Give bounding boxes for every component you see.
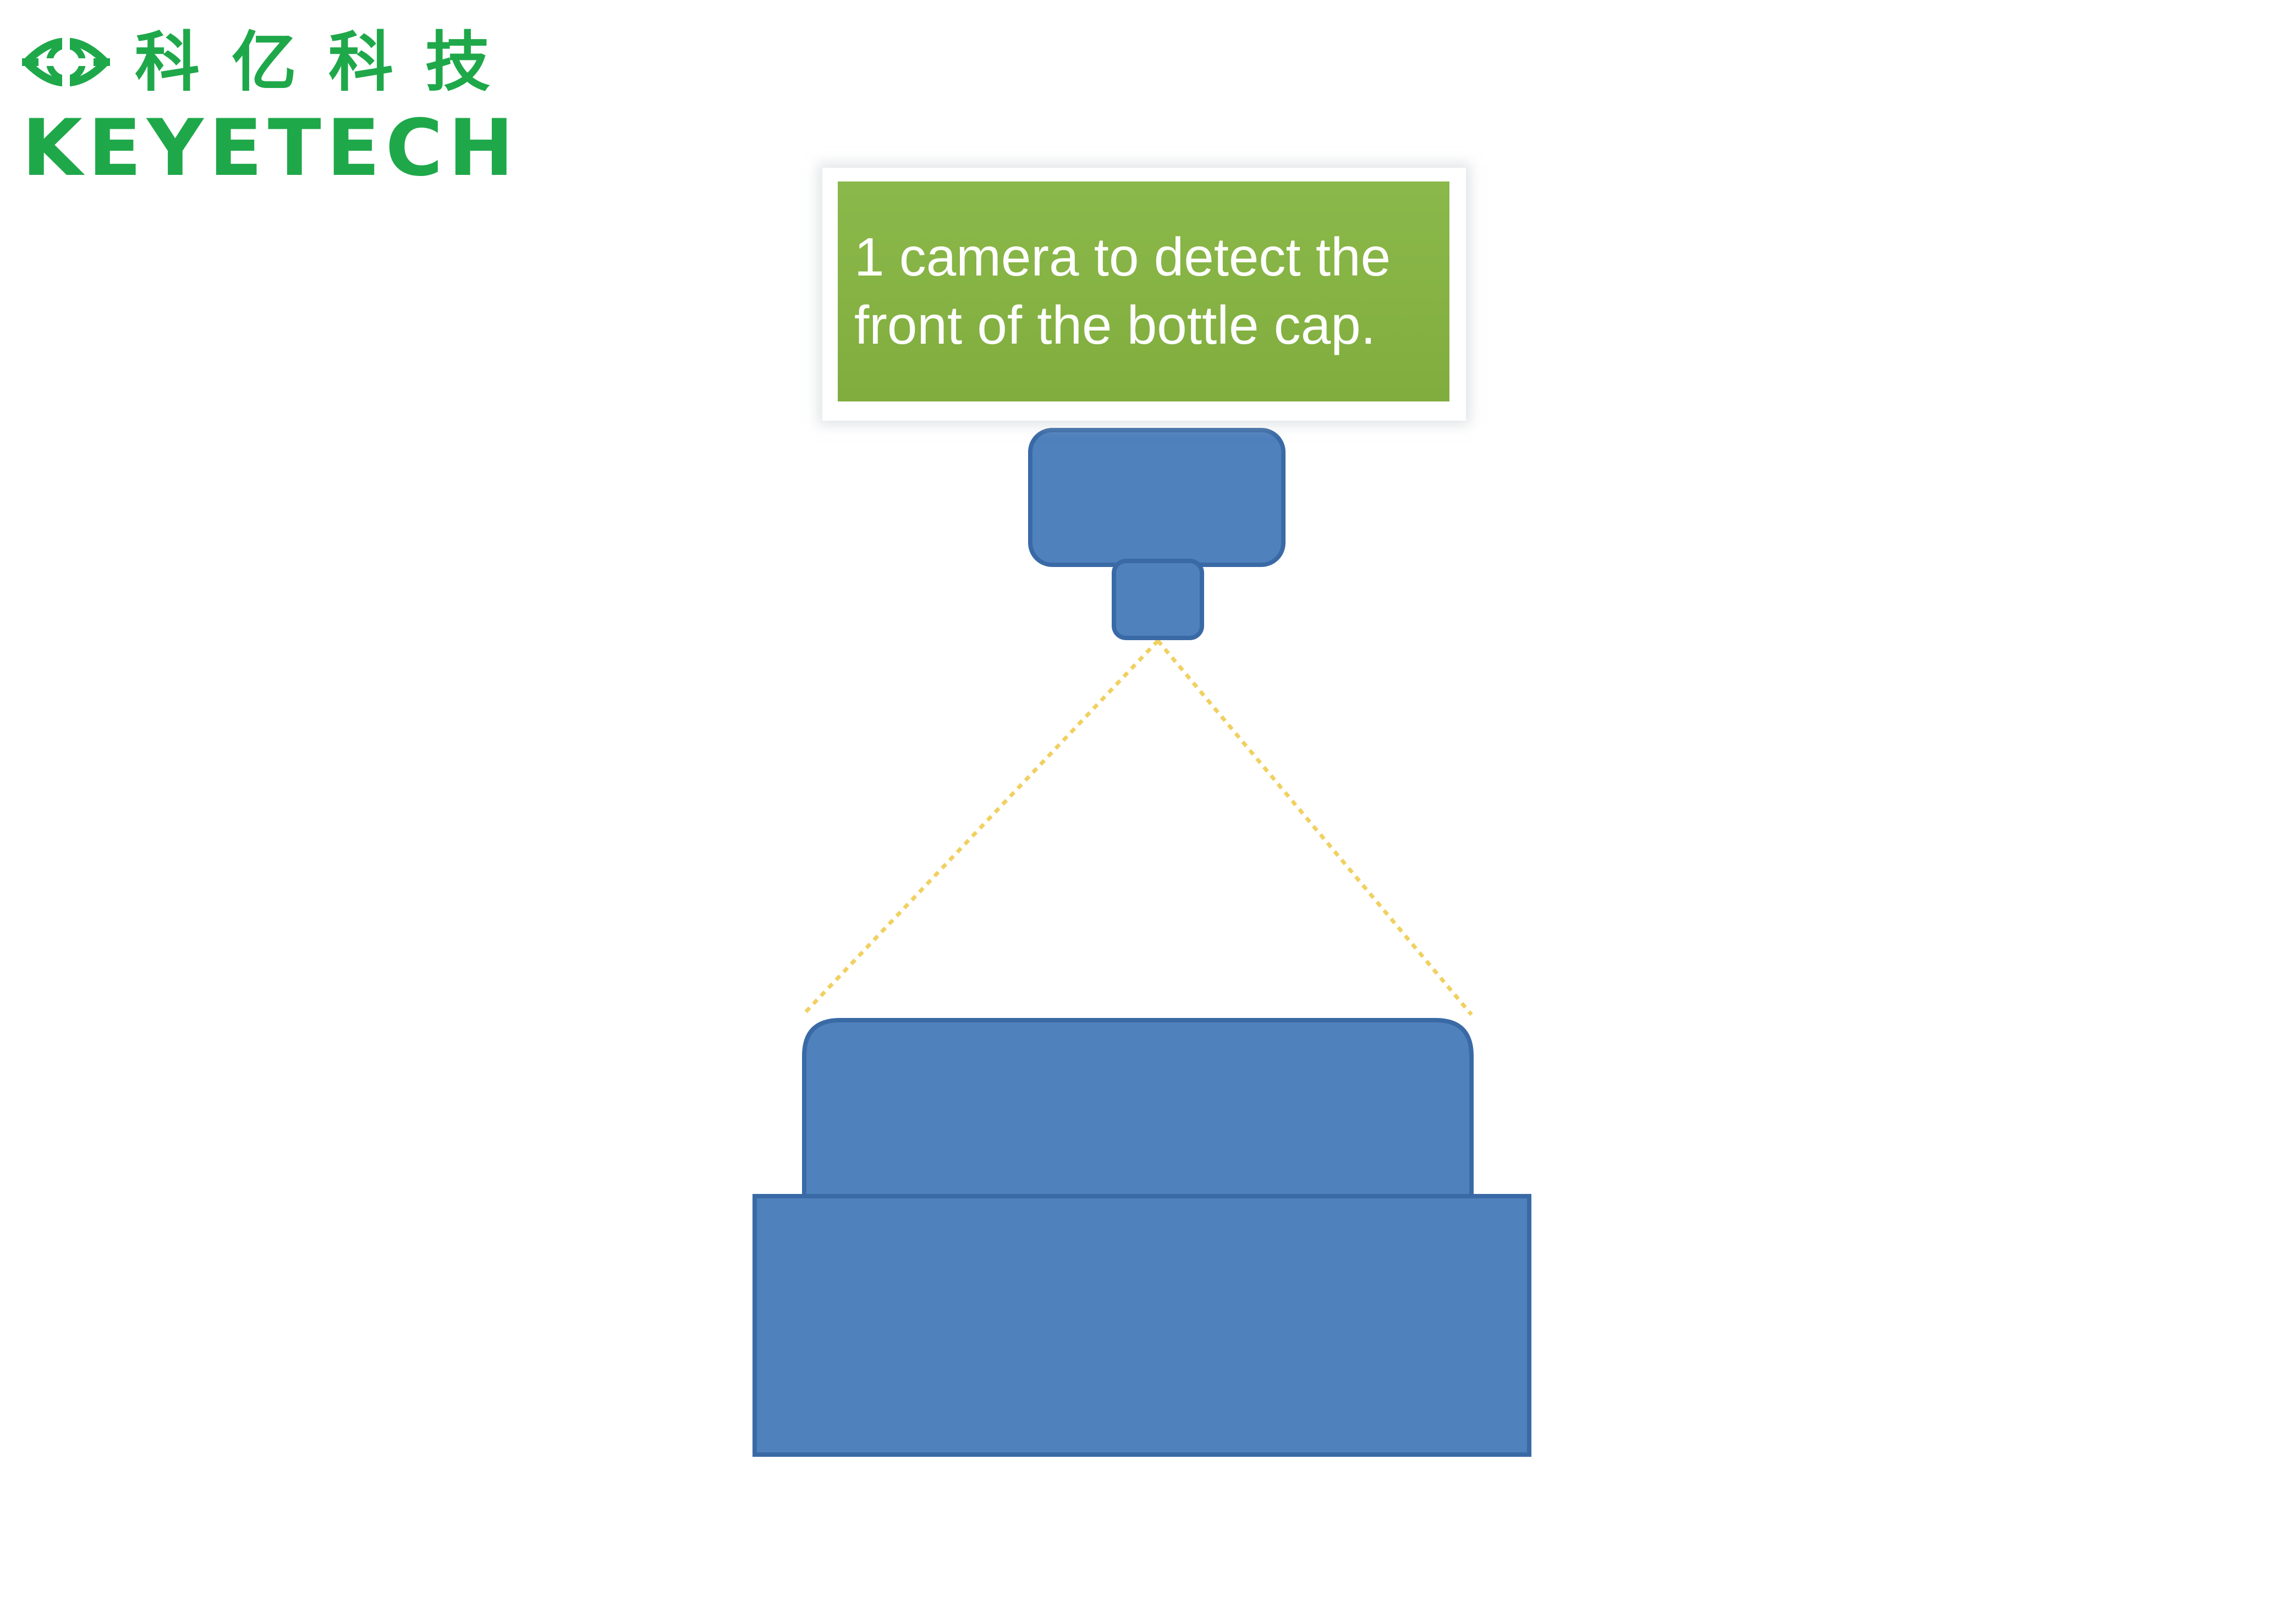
brand-name-chinese: 科亿科技 bbox=[135, 24, 523, 100]
bottle-cap-base bbox=[752, 1194, 1531, 1457]
bottle-cap-top bbox=[802, 1018, 1474, 1198]
label-box bbox=[838, 181, 1449, 401]
keyetech-logo: 科亿科技 KEYETECH bbox=[22, 22, 517, 190]
eye-logo-icon bbox=[22, 37, 110, 87]
brand-name-english: KEYETECH bbox=[22, 103, 519, 194]
field-of-view-line-left bbox=[801, 639, 1160, 1016]
field-of-view-line-right bbox=[1156, 639, 1473, 1016]
camera-description-label: 1 camera to detect the front of the bott… bbox=[854, 227, 1391, 355]
camera-lens bbox=[1112, 559, 1204, 640]
camera-body bbox=[1028, 428, 1286, 567]
